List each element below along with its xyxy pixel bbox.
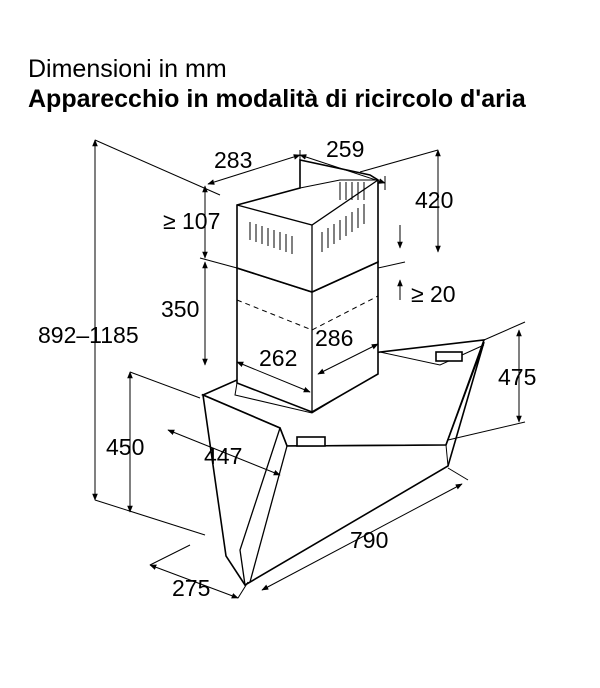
overlap-line xyxy=(236,295,379,331)
hood-width-line xyxy=(261,483,463,591)
front-height-ext xyxy=(129,371,201,399)
chimney-depth-line xyxy=(207,154,301,185)
label-hood-height: 475 xyxy=(498,364,536,390)
label-base-width: 262 xyxy=(259,345,297,371)
base-depth-line xyxy=(317,343,379,375)
hood-depth-line xyxy=(167,429,281,476)
label-top-clearance: ≥ 107 xyxy=(163,208,220,234)
base-width-line xyxy=(236,361,311,393)
dimension-labels: 283 259 420 ≥ 107 350 ≥ 20 892–1185 262 … xyxy=(38,136,536,601)
label-hood-bottom-depth: 275 xyxy=(172,575,210,601)
label-base-depth: 286 xyxy=(315,325,353,351)
hood-top-edge xyxy=(379,344,485,366)
top-clearance-ext xyxy=(199,257,238,269)
overall-height-ext-bottom xyxy=(94,499,206,536)
label-overall-height: 892–1185 xyxy=(38,322,139,348)
label-hood-depth: 447 xyxy=(204,443,242,469)
control-button-right xyxy=(435,351,463,362)
label-chimney-depth: 283 xyxy=(214,147,252,173)
vent-slots xyxy=(249,182,365,254)
label-hood-front-height: 450 xyxy=(106,434,144,460)
hood-bottom-depth-ext xyxy=(237,581,249,599)
hood-right-edge xyxy=(445,444,449,467)
label-chimney-width: 259 xyxy=(326,136,364,162)
label-gap-min: ≥ 20 xyxy=(411,281,456,307)
hood-height-ext-top xyxy=(483,321,526,341)
chimney-width-line xyxy=(299,154,386,184)
label-upper-chimney-height: 420 xyxy=(415,187,453,213)
units-subtitle: Dimensioni in mm xyxy=(28,55,227,83)
upper-chimney-height-ext xyxy=(359,149,439,173)
label-lower-chimney-height: 350 xyxy=(161,296,199,322)
title-block: Dimensioni in mm Apparecchio in modalità… xyxy=(28,54,526,114)
hood-height-ext-bottom xyxy=(447,421,526,441)
overall-height-ext-top xyxy=(94,139,221,196)
dimension-lines xyxy=(92,139,526,599)
hood-bottom-depth-line xyxy=(149,564,239,599)
control-button-left xyxy=(296,436,326,447)
hood-bottom-depth-ext-left xyxy=(149,544,191,566)
label-hood-width: 790 xyxy=(350,527,388,553)
chimney xyxy=(236,159,379,413)
hood-width-ext xyxy=(447,467,469,481)
gap-min-ext xyxy=(377,261,406,269)
diagram-title: Apparecchio in modalità di ricircolo d'a… xyxy=(28,85,526,113)
